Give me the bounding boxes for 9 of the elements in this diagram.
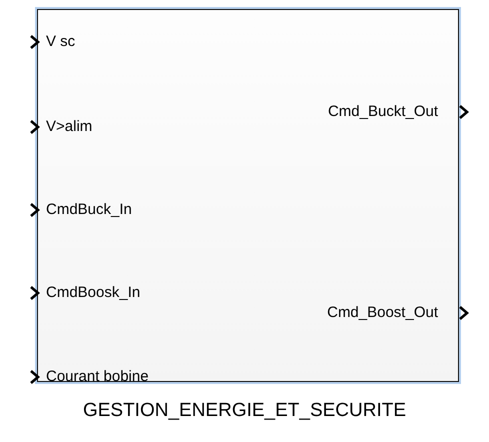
port-label: CmdBoosk_In	[46, 284, 140, 302]
port-label: Cmd_Boost_Out	[327, 304, 438, 322]
port-label: V>alim	[46, 118, 92, 136]
port-label: Courant bobine	[46, 368, 149, 386]
block-name: GESTION_ENERGIE_ET_SECURITE	[82, 400, 408, 422]
port-label: V sc	[46, 33, 76, 51]
subsystem-block	[37, 9, 459, 382]
port-label: CmdBuck_In	[46, 201, 132, 219]
port-label: Cmd_Buckt_Out	[328, 103, 438, 121]
